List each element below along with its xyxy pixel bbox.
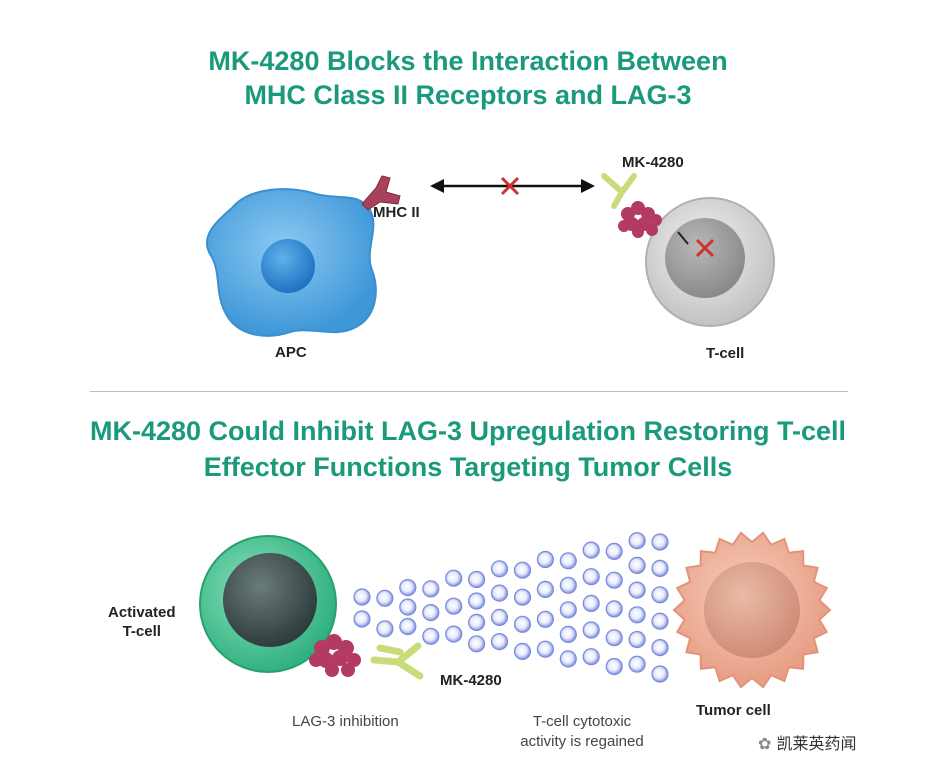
- granule-dot: [513, 615, 532, 633]
- granule-dot: [376, 589, 394, 607]
- activated-t-cell-label: Activated T-cell: [108, 603, 176, 641]
- granule-dot: [399, 578, 417, 597]
- granule-dot: [651, 612, 669, 630]
- block-x-icon: [500, 176, 520, 196]
- interaction-arrow: [430, 179, 595, 193]
- mk-4280-antibody-bottom: [370, 642, 424, 680]
- granule-dot: [605, 600, 623, 618]
- granule-dot: [422, 580, 440, 598]
- granule-dot: [490, 608, 509, 627]
- activated-label-line1: Activated: [108, 604, 176, 621]
- granule-dot: [628, 606, 646, 624]
- granule-dot: [399, 617, 417, 636]
- granule-dot: [605, 542, 623, 561]
- activated-t-cell-nucleus: [223, 553, 317, 647]
- granule-dot: [628, 556, 646, 575]
- mk-4280-antibody-top: [601, 173, 637, 209]
- bottom-title-line1: MK-4280 Could Inhibit LAG-3 Upregulation…: [89, 416, 847, 446]
- granule-dot: [399, 598, 417, 616]
- granule-dot: [605, 571, 623, 589]
- granule-dot: [582, 594, 600, 613]
- t-cell-label: T-cell: [706, 345, 745, 362]
- granule-dot: [536, 610, 555, 628]
- t-cell-block-x-icon: [695, 238, 715, 258]
- lag3-protein-bottom: [309, 634, 361, 677]
- granule-dot: [651, 559, 669, 578]
- granule-dot: [628, 655, 646, 673]
- granule-dot: [513, 642, 532, 661]
- granule-dot: [559, 552, 577, 570]
- tumor-cell-label: Tumor cell: [696, 702, 771, 719]
- cytotoxic-activity-label: T-cell cytotoxic activity is regained: [502, 712, 662, 752]
- lag3-protein-top: [618, 201, 662, 238]
- granule-dot: [468, 635, 486, 653]
- granule-dot: [468, 592, 486, 610]
- watermark-text: 凯莱英药闻: [776, 734, 857, 753]
- granule-dot: [468, 613, 486, 632]
- cytotoxic-line2: activity is regained: [520, 733, 644, 750]
- apc-label: APC: [275, 344, 307, 361]
- granule-dot: [628, 630, 646, 649]
- t-cell-nucleus: [665, 218, 745, 298]
- activated-t-cell: [199, 535, 337, 673]
- mk-4280-label-bottom: MK-4280: [440, 672, 502, 689]
- granule-dot: [582, 568, 600, 586]
- granule-dot: [513, 561, 532, 579]
- section-divider: [90, 391, 848, 392]
- bottom-title: MK-4280 Could Inhibit LAG-3 Upregulation…: [0, 413, 936, 485]
- granule-dot: [651, 638, 669, 657]
- granule-dot: [490, 584, 509, 602]
- cytotoxic-granules: [353, 532, 669, 683]
- lag3-inhibition-label: LAG-3 inhibition: [292, 713, 399, 730]
- granule-dot: [559, 601, 577, 619]
- granule-dot: [582, 541, 600, 559]
- granule-dot: [536, 640, 555, 658]
- granule-dot: [651, 533, 669, 551]
- granule-dot: [651, 665, 669, 683]
- activated-label-line2: T-cell: [122, 623, 161, 640]
- granule-dot: [605, 657, 623, 676]
- granule-dot: [445, 569, 463, 587]
- granule-dot: [559, 625, 577, 644]
- bottom-title-line2: Effector Functions Targeting Tumor Cells: [203, 452, 733, 482]
- granule-dot: [605, 629, 623, 647]
- granule-dot: [353, 610, 371, 628]
- granule-dot: [422, 627, 440, 645]
- apc-nucleus: [261, 239, 315, 293]
- mk-4280-label-top: MK-4280: [622, 154, 684, 171]
- watermark: ✿ 凯莱英药闻: [758, 730, 857, 754]
- wechat-icon: ✿: [758, 734, 772, 753]
- t-cell: [645, 197, 775, 327]
- granule-dot: [536, 580, 555, 599]
- granule-dot: [513, 588, 532, 606]
- granule-dot: [628, 532, 646, 550]
- mhc-ii-receptor: [361, 175, 401, 211]
- granule-dot: [490, 560, 509, 578]
- granule-dot: [490, 632, 509, 651]
- tumor-cell: [672, 531, 832, 689]
- granule-dot: [559, 576, 577, 594]
- granule-dot: [422, 603, 440, 622]
- top-title-line1: MK-4280 Blocks the Interaction Between: [208, 46, 728, 76]
- tumor-cell-nucleus: [704, 562, 800, 658]
- granule-dot: [559, 650, 577, 668]
- granule-dot: [628, 581, 646, 599]
- granule-dot: [376, 620, 394, 638]
- top-title-line2: MHC Class II Receptors and LAG-3: [244, 80, 692, 110]
- granule-dot: [536, 550, 555, 569]
- apc-cell: [205, 188, 377, 337]
- granule-dot: [445, 625, 463, 643]
- granule-dot: [582, 621, 600, 639]
- top-title: MK-4280 Blocks the Interaction Between M…: [0, 44, 936, 112]
- granule-dot: [468, 570, 486, 589]
- granule-dot: [651, 586, 669, 604]
- mhc-ii-label: MHC II: [373, 204, 420, 221]
- granule-dot: [353, 588, 371, 606]
- granule-dot: [582, 648, 600, 666]
- granule-dot: [445, 597, 463, 615]
- cytotoxic-line1: T-cell cytotoxic: [532, 713, 632, 730]
